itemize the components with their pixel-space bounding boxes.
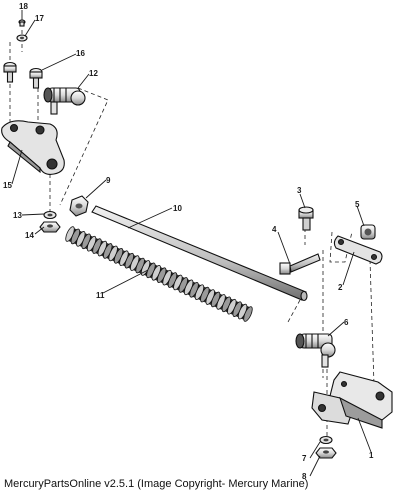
callout-4: 4 [272,225,277,234]
callout-17: 17 [35,14,44,23]
bolt-3 [298,206,314,231]
spring-coil [243,306,253,322]
callout-15: 15 [3,181,12,190]
callout-13: 13 [13,211,22,220]
callout-11: 11 [96,291,105,300]
bracket-1 [311,371,393,429]
callout-8: 8 [302,472,307,481]
nut-14 [39,221,61,233]
washer-13 [43,210,57,220]
callout-1: 1 [369,451,374,460]
callout-12: 12 [89,69,98,78]
callout-10: 10 [173,204,182,213]
screw-16-right [29,67,43,89]
washer-17 [16,34,28,42]
lever-plate-15 [1,120,65,175]
callout-16: 16 [76,49,85,58]
leader-lines [11,10,372,477]
callout-9: 9 [106,176,111,185]
callout-5: 5 [355,200,360,209]
ball-joint-12 [43,87,86,115]
copyright-caption: MercuryPartsOnline v2.5.1 (Image Copyrig… [4,478,309,490]
spring-11 [65,226,253,322]
rod-10 [91,205,308,302]
callout-18: 18 [19,2,28,11]
bolt-4 [279,253,321,275]
callout-6: 6 [344,318,349,327]
callout-2: 2 [338,283,343,292]
spacer-5 [360,224,376,240]
nut-9 [69,195,89,217]
link-plate-2 [333,235,383,265]
screw-18 [18,19,26,27]
ball-joint-6 [295,333,336,368]
callouts: 18 17 16 12 15 13 14 9 10 11 3 4 5 2 6 1… [3,2,374,481]
callout-14: 14 [25,231,34,240]
screw-16-left [3,61,17,83]
callout-3: 3 [297,186,302,195]
nut-8 [315,447,337,459]
callout-7: 7 [302,454,307,463]
washer-7 [319,435,333,445]
